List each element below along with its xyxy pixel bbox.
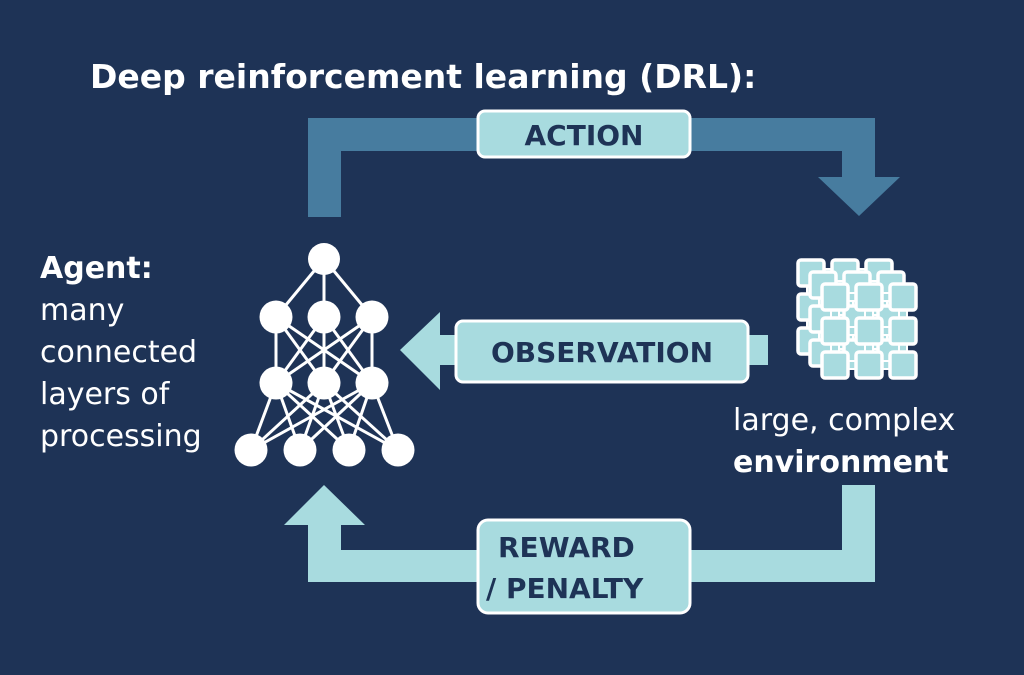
neural-network-icon [234,243,415,467]
action-arrow: ACTION [308,109,900,217]
grid-cell [888,350,918,380]
environment-grid-icon [796,258,918,380]
grid-cell [854,316,884,346]
grid-layer [820,282,918,380]
network-node [332,433,366,467]
network-connection [275,315,373,385]
agent-line-1: many [40,293,124,328]
network-node [259,366,293,400]
action-label-box [476,109,692,159]
grid-cell [820,316,850,346]
reward-arrow: REWARD / PENALTY [284,485,875,615]
network-node [355,300,389,334]
action-arrow-shape [308,118,900,217]
network-node [307,300,341,334]
environment-line-2: environment [733,445,949,480]
agent-label: Agent: many connected layers of processi… [40,251,202,454]
grid-cell [820,282,850,312]
reward-label-line2: / PENALTY [486,572,644,605]
network-node [308,243,340,275]
grid-cell [854,350,884,380]
grid-cell [854,282,884,312]
environment-label: large, complex environment [733,403,955,480]
observation-label-box [454,319,750,384]
observation-arrow: OBSERVATION [400,312,768,390]
grid-cell [888,316,918,346]
network-node [307,366,341,400]
reward-arrow-shape [284,485,875,582]
observation-label: OBSERVATION [491,336,713,369]
agent-line-3: layers of [40,377,171,412]
agent-line-4: processing [40,419,202,454]
network-connection [249,381,326,452]
network-node [283,433,317,467]
grid-cell [888,282,918,312]
grid-cell [820,350,850,380]
network-node [259,300,293,334]
network-connection [250,381,373,452]
agent-line-2: connected [40,335,197,370]
network-node [381,433,415,467]
action-label: ACTION [525,119,644,152]
reward-label-line1: REWARD [498,531,635,564]
agent-heading: Agent: [40,251,153,286]
environment-line-1: large, complex [733,403,955,438]
network-node [355,366,389,400]
diagram-title: Deep reinforcement learning (DRL): [90,57,756,96]
network-node [234,433,268,467]
reward-label-box [476,518,692,615]
